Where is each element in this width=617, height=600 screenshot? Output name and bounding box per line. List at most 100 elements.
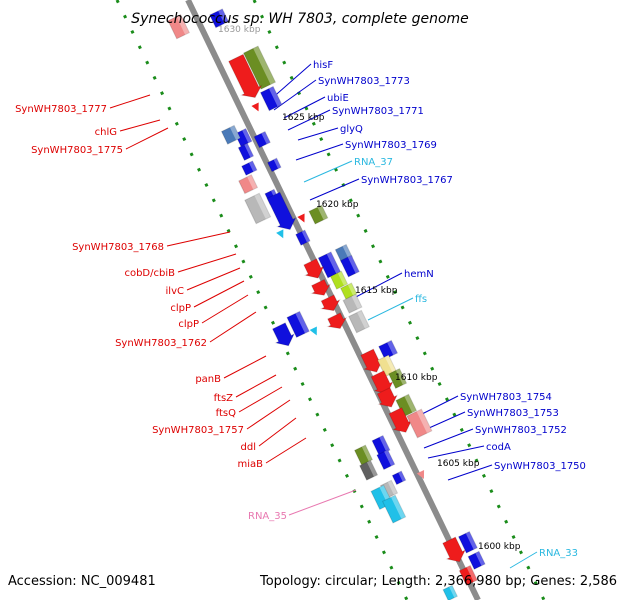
- gene-arrow: [303, 258, 325, 279]
- gene-label-right[interactable]: SynWH7803_1773: [318, 76, 410, 87]
- gene-feature: [242, 45, 277, 90]
- gene-feature: [271, 322, 296, 347]
- gene-feature: [209, 8, 230, 29]
- gene-label-right[interactable]: hemN: [404, 269, 434, 280]
- gene-label-right[interactable]: codA: [486, 442, 511, 453]
- gene-label-right[interactable]: SynWH7803_1750: [494, 461, 586, 472]
- gene-label-left[interactable]: SynWH7803_1775: [31, 145, 123, 156]
- gene-shine: [261, 131, 271, 145]
- gene-box: [295, 229, 311, 246]
- gene-label-left[interactable]: SynWH7803_1757: [152, 425, 244, 436]
- gene-feature: [326, 312, 348, 330]
- gene-label-left[interactable]: ddl: [241, 442, 256, 453]
- connector-line: [288, 489, 357, 516]
- connector-line: [125, 127, 169, 150]
- gene-label-right[interactable]: hisF: [313, 60, 333, 71]
- gene-box: [286, 310, 310, 339]
- gene-box: [388, 368, 408, 389]
- gene-arrow: [376, 387, 399, 408]
- gene-label-left[interactable]: panB: [195, 374, 221, 385]
- gene-feature: [259, 85, 283, 112]
- gene-feature: [381, 494, 407, 524]
- gene-feature: [458, 564, 478, 586]
- gene-box: [391, 470, 407, 486]
- gene-arrow: [442, 536, 467, 563]
- gene-label-left[interactable]: clpP: [170, 303, 191, 314]
- gene-box: [244, 192, 272, 225]
- gene-label-right[interactable]: glyQ: [340, 124, 363, 135]
- gene-label-right[interactable]: SynWH7803_1754: [460, 392, 552, 403]
- gene-label-left[interactable]: miaB: [237, 459, 263, 470]
- gene-box: [308, 204, 329, 225]
- gene-label-left[interactable]: clpP: [178, 319, 199, 330]
- gene-feature: [457, 530, 478, 554]
- gene-feature: [308, 204, 329, 225]
- gene-feature: [251, 102, 259, 112]
- gene-shine: [317, 205, 328, 220]
- gene-feature: [376, 387, 399, 408]
- gene-label-left[interactable]: cobD/cbiB: [124, 268, 175, 279]
- gene-label-left[interactable]: ilvC: [166, 286, 184, 297]
- gene-label-right[interactable]: RNA_33: [539, 548, 578, 559]
- gene-shine: [395, 368, 407, 385]
- gene-shine: [295, 311, 310, 334]
- gene-label-right[interactable]: SynWH7803_1771: [332, 106, 424, 117]
- label-connectors: [109, 63, 538, 569]
- gene-arrow: [266, 191, 297, 231]
- kbp-marker-1620: 1620 kbp: [316, 200, 359, 210]
- gene-feature: [329, 270, 349, 290]
- gene-shine: [347, 255, 360, 274]
- gene-feature: [253, 130, 271, 149]
- gene-feature: [237, 142, 255, 162]
- gene-shine: [416, 409, 432, 434]
- connector-line: [295, 143, 344, 161]
- gene-feature: [167, 13, 191, 40]
- gene-label-left[interactable]: ftsZ: [214, 393, 233, 404]
- gene-triangle: [309, 326, 317, 336]
- gene-label-right[interactable]: ffs: [415, 294, 427, 305]
- gene-feature: [241, 160, 258, 176]
- connector-line: [209, 311, 257, 343]
- gene-shine: [268, 86, 282, 107]
- gene-label-left[interactable]: SynWH7803_1777: [15, 104, 107, 115]
- gene-label-right[interactable]: SynWH7803_1767: [361, 175, 453, 186]
- connector-line: [297, 127, 339, 141]
- gene-feature: [339, 254, 360, 278]
- gene-feature: [467, 550, 486, 570]
- connector-line: [265, 437, 307, 464]
- gene-label-left[interactable]: SynWH7803_1768: [72, 242, 164, 253]
- gene-arrow: [326, 312, 348, 330]
- gene-feature: [406, 408, 433, 439]
- gene-feature: [309, 326, 317, 336]
- gene-feature: [276, 229, 284, 239]
- gene-triangle: [297, 213, 305, 223]
- gene-feature: [442, 584, 458, 600]
- connector-line: [235, 374, 277, 398]
- gene-box: [359, 459, 379, 481]
- gene-label-right[interactable]: SynWH7803_1752: [475, 425, 567, 436]
- gene-shine: [347, 283, 357, 296]
- connector-line: [177, 253, 237, 273]
- gene-label-right[interactable]: RNA_37: [354, 157, 393, 168]
- gene-triangle: [251, 102, 259, 112]
- connector-line: [283, 96, 326, 119]
- gene-feature: [266, 191, 297, 231]
- gene-shine: [465, 531, 478, 550]
- gene-label-right[interactable]: SynWH7803_1753: [467, 408, 559, 419]
- gene-label-right[interactable]: SynWH7803_1769: [345, 140, 437, 151]
- gene-box: [241, 160, 258, 176]
- gene-shine: [326, 251, 341, 274]
- gene-feature: [391, 470, 407, 486]
- connector-line: [287, 109, 331, 131]
- gene-box: [378, 339, 399, 360]
- gene-label-rna[interactable]: RNA_35: [248, 511, 287, 522]
- gene-label-left[interactable]: SynWH7803_1762: [115, 338, 207, 349]
- gene-box: [238, 174, 259, 195]
- gene-label-left[interactable]: chlG: [95, 127, 117, 138]
- gene-shine: [475, 551, 486, 566]
- gene-box: [259, 85, 283, 112]
- gene-label-left[interactable]: ftsQ: [216, 408, 236, 419]
- connector-line: [509, 551, 538, 569]
- kbp-marker-1605: 1605 kbp: [437, 459, 480, 469]
- gene-label-right[interactable]: ubiE: [327, 93, 349, 104]
